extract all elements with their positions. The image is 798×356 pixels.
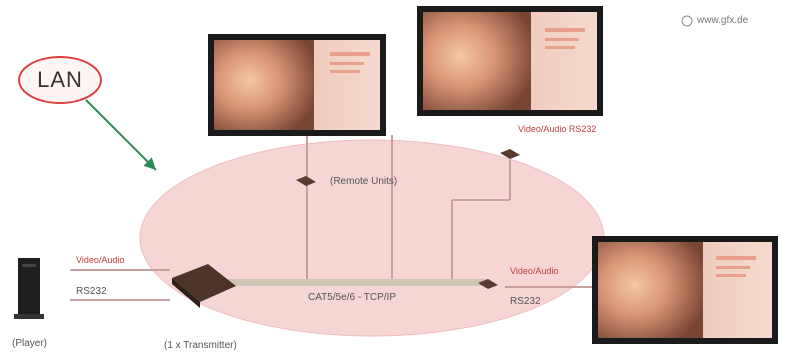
cable-label: CAT5/5e/6 - TCP/IP	[308, 292, 396, 303]
player-label: (Player)	[12, 338, 47, 349]
rs232-right-label: RS232	[510, 296, 541, 307]
lan-label: LAN	[37, 67, 83, 93]
player-tower	[14, 258, 44, 319]
display-top-right	[417, 6, 603, 116]
video-audio-left-label: Video/Audio	[76, 255, 124, 265]
video-audio-rs232-top-label: Video/Audio RS232	[518, 124, 596, 134]
remote-units-label: (Remote Units)	[330, 176, 397, 187]
lan-arrow	[86, 100, 156, 170]
video-audio-right-label: Video/Audio	[510, 266, 558, 276]
display-bottom-right	[592, 236, 778, 344]
lan-bubble: LAN	[18, 56, 102, 104]
transmitter-label: (1 x Transmitter)	[164, 340, 237, 351]
trunk-cable	[215, 279, 490, 286]
rs232-left-label: RS232	[76, 286, 107, 297]
watermark-icon	[682, 16, 692, 26]
watermark-text: www.gfx.de	[697, 15, 748, 26]
display-top-left	[208, 34, 386, 136]
